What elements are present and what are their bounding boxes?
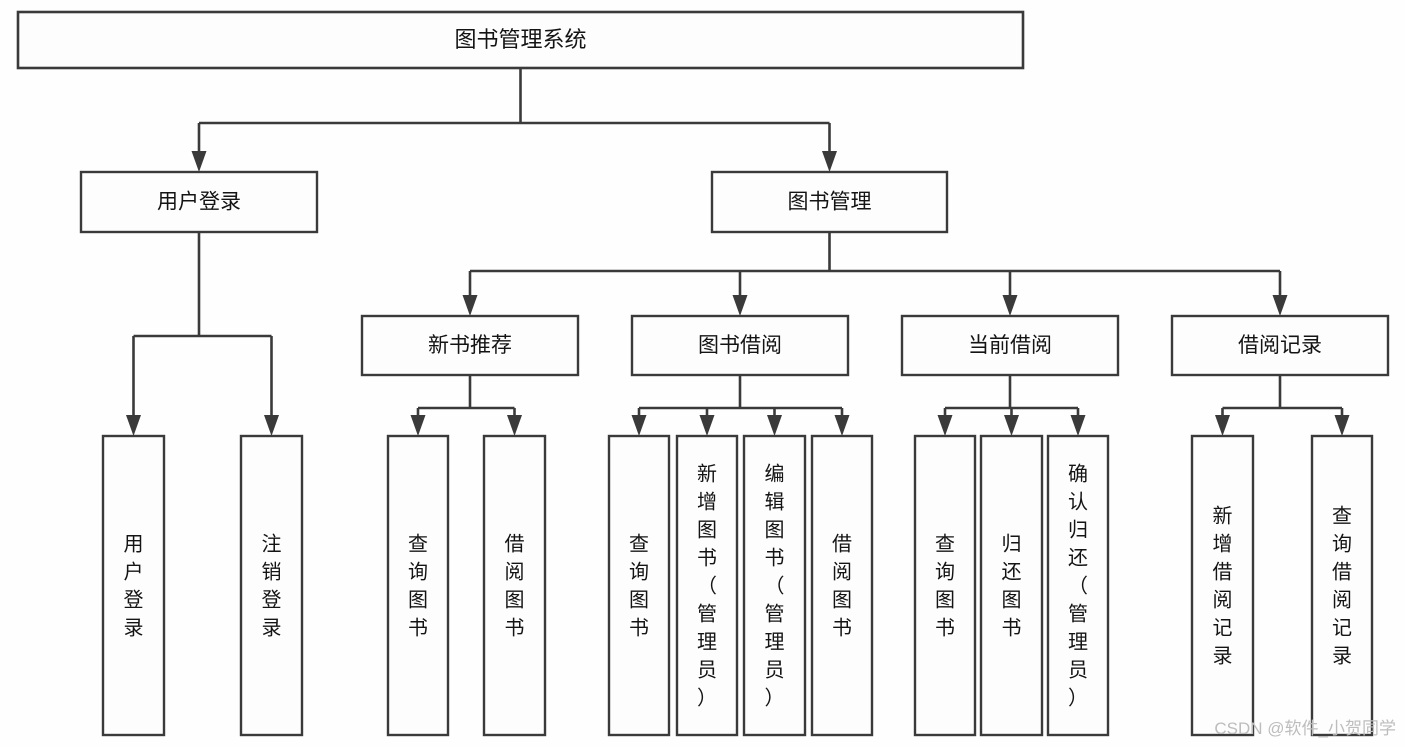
node-current-borrow-box[interactable] bbox=[900, 314, 1120, 377]
leaf-query-book-bor-box[interactable] bbox=[607, 434, 671, 737]
leaf-query-book-rec-box[interactable] bbox=[386, 434, 450, 737]
arrow-head-icon-current-borrow-2 bbox=[1070, 415, 1086, 436]
leaf-add-book[interactable]: 新增图书（管理员） bbox=[675, 434, 739, 737]
node-current-borrow[interactable]: 当前借阅 bbox=[900, 314, 1120, 377]
node-图书管理系统-label: 图书管理系统 bbox=[454, 27, 586, 52]
leaf-query-record[interactable]: 查询借阅记录 bbox=[1310, 434, 1374, 737]
arrow-head-icon-book-borrow-3 bbox=[834, 415, 850, 436]
leaf-edit-book[interactable]: 编辑图书（管理员） bbox=[742, 434, 807, 737]
node-user-login-label: 用户登录 bbox=[157, 191, 241, 214]
leaf-return-book-label: 归还图书 bbox=[1002, 533, 1022, 640]
arrow-head-icon-book-borrow-0 bbox=[631, 415, 647, 436]
node-new-book-recommend-box[interactable] bbox=[360, 314, 580, 377]
node-user-login[interactable]: 用户登录 bbox=[79, 170, 319, 234]
leaf-edit-book-box[interactable] bbox=[742, 434, 807, 737]
leaf-confirm-return-box[interactable] bbox=[1046, 434, 1110, 737]
arrow-head-icon-new-book-rec-1 bbox=[507, 415, 522, 436]
leaf-add-book-label: 新增图书（管理员） bbox=[697, 463, 717, 710]
arrow-head-icon-book-manage-1 bbox=[732, 295, 748, 316]
arrow-head-icon-new-book-rec-0 bbox=[410, 415, 426, 436]
leaf-borrow-book-bor[interactable]: 借阅图书 bbox=[810, 434, 874, 737]
leaf-query-book-rec[interactable]: 查询图书 bbox=[386, 434, 450, 737]
node-layer: 图书管理系统用户登录图书管理新书推荐图书借阅当前借阅借阅记录用户登录注销登录查询… bbox=[16, 10, 1390, 737]
leaf-query-record-label: 查询借阅记录 bbox=[1332, 505, 1352, 668]
leaf-borrow-book-bor-label: 借阅图书 bbox=[832, 533, 852, 640]
leaf-confirm-return-label: 确认归还（管理员） bbox=[1068, 463, 1088, 710]
node-current-borrow-label: 当前借阅 bbox=[968, 334, 1052, 357]
node-new-book-recommend-label: 新书推荐 bbox=[428, 334, 512, 357]
leaf-query-book-bor-label: 查询图书 bbox=[629, 533, 649, 640]
node-book-manage-label: 图书管理 bbox=[788, 191, 872, 214]
node-borrow-record[interactable]: 借阅记录 bbox=[1170, 314, 1390, 377]
leaf-query-record-box[interactable] bbox=[1310, 434, 1374, 737]
arrow-head-icon-book-borrow-2 bbox=[767, 415, 782, 436]
node-new-book-recommend[interactable]: 新书推荐 bbox=[360, 314, 580, 377]
leaf-add-record-label: 新增借阅记录 bbox=[1213, 505, 1233, 668]
arrow-head-icon-book-manage-0 bbox=[462, 295, 478, 316]
node-book-manage[interactable]: 图书管理 bbox=[710, 170, 949, 234]
arrow-head-icon-book-manage-3 bbox=[1272, 295, 1288, 316]
leaf-logout-label: 注销登录 bbox=[262, 533, 282, 640]
leaf-add-record-box[interactable] bbox=[1190, 434, 1255, 737]
leaf-user-login-box[interactable] bbox=[101, 434, 166, 737]
arrow-head-icon-root-0 bbox=[191, 151, 207, 172]
leaf-query-book-cur[interactable]: 查询图书 bbox=[913, 434, 977, 737]
arrow-head-icon-current-borrow-1 bbox=[1004, 415, 1019, 436]
arrow-head-icon-book-borrow-1 bbox=[699, 415, 715, 436]
arrow-head-icon-book-manage-2 bbox=[1002, 295, 1018, 316]
leaf-user-login-label: 用户登录 bbox=[124, 534, 144, 640]
leaf-add-record[interactable]: 新增借阅记录 bbox=[1190, 434, 1255, 737]
leaf-add-book-box[interactable] bbox=[675, 434, 739, 737]
leaf-return-book[interactable]: 归还图书 bbox=[979, 434, 1044, 737]
csdn-watermark: CSDN @软件_小贺同学 bbox=[1214, 719, 1396, 738]
leaf-query-book-cur-label: 查询图书 bbox=[935, 533, 955, 640]
leaf-borrow-book-rec-box[interactable] bbox=[482, 434, 547, 737]
node-book-manage-box[interactable] bbox=[710, 170, 949, 234]
leaf-borrow-book-bor-box[interactable] bbox=[810, 434, 874, 737]
leaf-query-book-cur-box[interactable] bbox=[913, 434, 977, 737]
leaf-confirm-return[interactable]: 确认归还（管理员） bbox=[1046, 434, 1110, 737]
leaf-user-login[interactable]: 用户登录 bbox=[101, 434, 166, 737]
arrow-head-icon-user-login-1 bbox=[264, 415, 279, 436]
leaf-borrow-book-rec[interactable]: 借阅图书 bbox=[482, 434, 547, 737]
arrow-head-icon-user-login-0 bbox=[126, 415, 141, 436]
arrow-head-icon-current-borrow-0 bbox=[937, 415, 953, 436]
leaf-logout-box[interactable] bbox=[239, 434, 304, 737]
arrow-head-icon-borrow-record-0 bbox=[1215, 415, 1230, 436]
arrow-head-icon-root-1 bbox=[822, 151, 837, 172]
node-user-login-box[interactable] bbox=[79, 170, 319, 234]
node-book-borrow-box[interactable] bbox=[630, 314, 850, 377]
leaf-logout[interactable]: 注销登录 bbox=[239, 434, 304, 737]
leaf-borrow-book-rec-label: 借阅图书 bbox=[505, 533, 525, 640]
node-图书管理系统-box[interactable] bbox=[16, 10, 1025, 70]
node-book-borrow[interactable]: 图书借阅 bbox=[630, 314, 850, 377]
leaf-edit-book-label: 编辑图书（管理员） bbox=[765, 463, 785, 710]
node-borrow-record-label: 借阅记录 bbox=[1238, 334, 1322, 357]
leaf-return-book-box[interactable] bbox=[979, 434, 1044, 737]
node-book-borrow-label: 图书借阅 bbox=[698, 334, 782, 357]
leaf-query-book-bor[interactable]: 查询图书 bbox=[607, 434, 671, 737]
connector-layer bbox=[126, 68, 1350, 436]
node-borrow-record-box[interactable] bbox=[1170, 314, 1390, 377]
leaf-query-book-rec-label: 查询图书 bbox=[408, 533, 428, 640]
arrow-head-icon-borrow-record-1 bbox=[1334, 415, 1350, 436]
node-图书管理系统[interactable]: 图书管理系统 bbox=[16, 10, 1025, 70]
